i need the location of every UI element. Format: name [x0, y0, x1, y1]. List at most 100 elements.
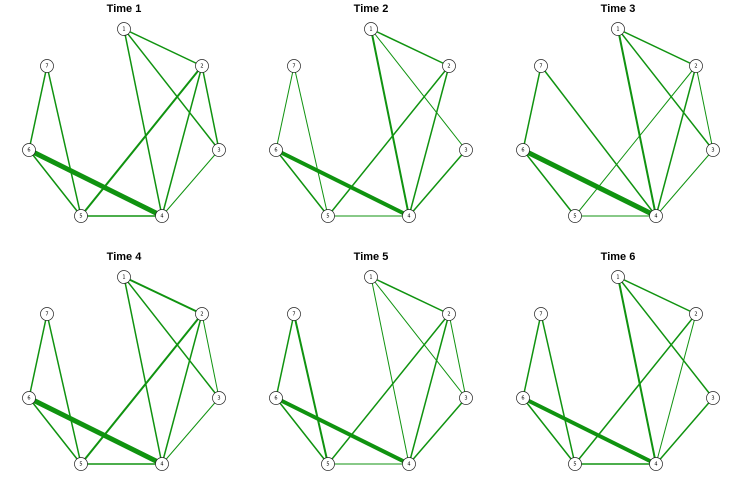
edge-3-4 — [408, 397, 467, 465]
node-5: 5 — [568, 457, 582, 471]
node-circle — [22, 143, 36, 157]
node-6: 6 — [516, 143, 530, 157]
edge-3-4 — [161, 149, 220, 217]
node-label: 4 — [160, 213, 163, 219]
edge-6-7 — [275, 65, 295, 151]
edge-2-3 — [201, 65, 220, 151]
edge-5-7 — [293, 313, 329, 465]
edge-2-4 — [655, 65, 697, 217]
node-label: 7 — [45, 63, 48, 69]
node-2: 2 — [689, 307, 703, 321]
node-1: 1 — [611, 22, 625, 36]
node-4: 4 — [155, 457, 169, 471]
node-label: 4 — [160, 461, 163, 467]
node-label: 5 — [573, 461, 576, 467]
edge-4-6 — [27, 395, 164, 467]
node-circle — [568, 457, 582, 471]
node-circle — [40, 59, 54, 73]
node-4: 4 — [402, 209, 416, 223]
edge-1-4 — [617, 28, 657, 217]
node-circle — [212, 391, 226, 405]
node-label: 7 — [539, 63, 542, 69]
edge-1-4 — [123, 28, 163, 217]
edge-1-3 — [123, 276, 220, 399]
edge-1-3 — [123, 28, 220, 151]
edges — [27, 28, 220, 219]
edge-4-6 — [275, 396, 410, 466]
node-circle — [155, 457, 169, 471]
node-label: 2 — [200, 63, 203, 69]
node-5: 5 — [321, 209, 335, 223]
node-circle — [611, 22, 625, 36]
edge-1-2 — [370, 276, 450, 315]
node-label: 6 — [521, 147, 524, 153]
node-label: 6 — [274, 147, 277, 153]
node-circle — [442, 307, 456, 321]
node-5: 5 — [321, 457, 335, 471]
node-label: 3 — [464, 147, 467, 153]
edge-1-3 — [370, 28, 467, 151]
node-label: 1 — [616, 274, 619, 280]
node-1: 1 — [364, 270, 378, 284]
node-label: 5 — [326, 461, 329, 467]
edge-6-7 — [28, 65, 48, 151]
node-1: 1 — [611, 270, 625, 284]
edges — [275, 28, 467, 218]
edge-2-5 — [327, 313, 450, 465]
edge-1-2 — [617, 276, 697, 315]
node-label: 5 — [573, 213, 576, 219]
node-5: 5 — [568, 209, 582, 223]
node-7: 7 — [287, 59, 301, 73]
node-circle — [402, 457, 416, 471]
node-1: 1 — [117, 270, 131, 284]
edge-1-4 — [123, 276, 163, 465]
edge-2-5 — [574, 65, 697, 217]
node-circle — [117, 270, 131, 284]
node-circle — [74, 457, 88, 471]
node-circle — [155, 209, 169, 223]
panel-title: Time 3 — [601, 3, 636, 15]
node-2: 2 — [195, 307, 209, 321]
node-circle — [22, 391, 36, 405]
node-circle — [689, 307, 703, 321]
node-circle — [516, 143, 530, 157]
edge-1-2 — [123, 276, 203, 315]
edge-5-7 — [293, 65, 329, 217]
edge-6-7 — [522, 65, 542, 151]
node-label: 3 — [711, 147, 714, 153]
edge-3-4 — [655, 149, 714, 217]
edge-5-6 — [522, 397, 576, 465]
edge-4-6 — [521, 147, 658, 219]
node-label: 4 — [407, 461, 410, 467]
edge-2-4 — [408, 65, 450, 217]
edges — [521, 28, 714, 219]
edge-2-4 — [408, 313, 450, 465]
node-3: 3 — [706, 391, 720, 405]
node-label: 6 — [274, 395, 277, 401]
edge-5-6 — [275, 397, 329, 465]
edges — [27, 276, 220, 467]
node-label: 3 — [217, 395, 220, 401]
node-circle — [74, 209, 88, 223]
edge-2-4 — [161, 313, 203, 465]
node-circle — [706, 143, 720, 157]
node-circle — [568, 209, 582, 223]
node-7: 7 — [40, 59, 54, 73]
node-2: 2 — [442, 59, 456, 73]
node-circle — [689, 59, 703, 73]
node-3: 3 — [212, 143, 226, 157]
edge-1-4 — [370, 276, 410, 465]
node-circle — [442, 59, 456, 73]
edge-1-3 — [370, 276, 467, 399]
node-circle — [195, 59, 209, 73]
node-circle — [649, 209, 663, 223]
edge-5-7 — [540, 313, 576, 465]
edge-2-3 — [201, 313, 220, 399]
node-circle — [287, 307, 301, 321]
node-label: 4 — [407, 213, 410, 219]
edge-3-4 — [408, 149, 467, 217]
